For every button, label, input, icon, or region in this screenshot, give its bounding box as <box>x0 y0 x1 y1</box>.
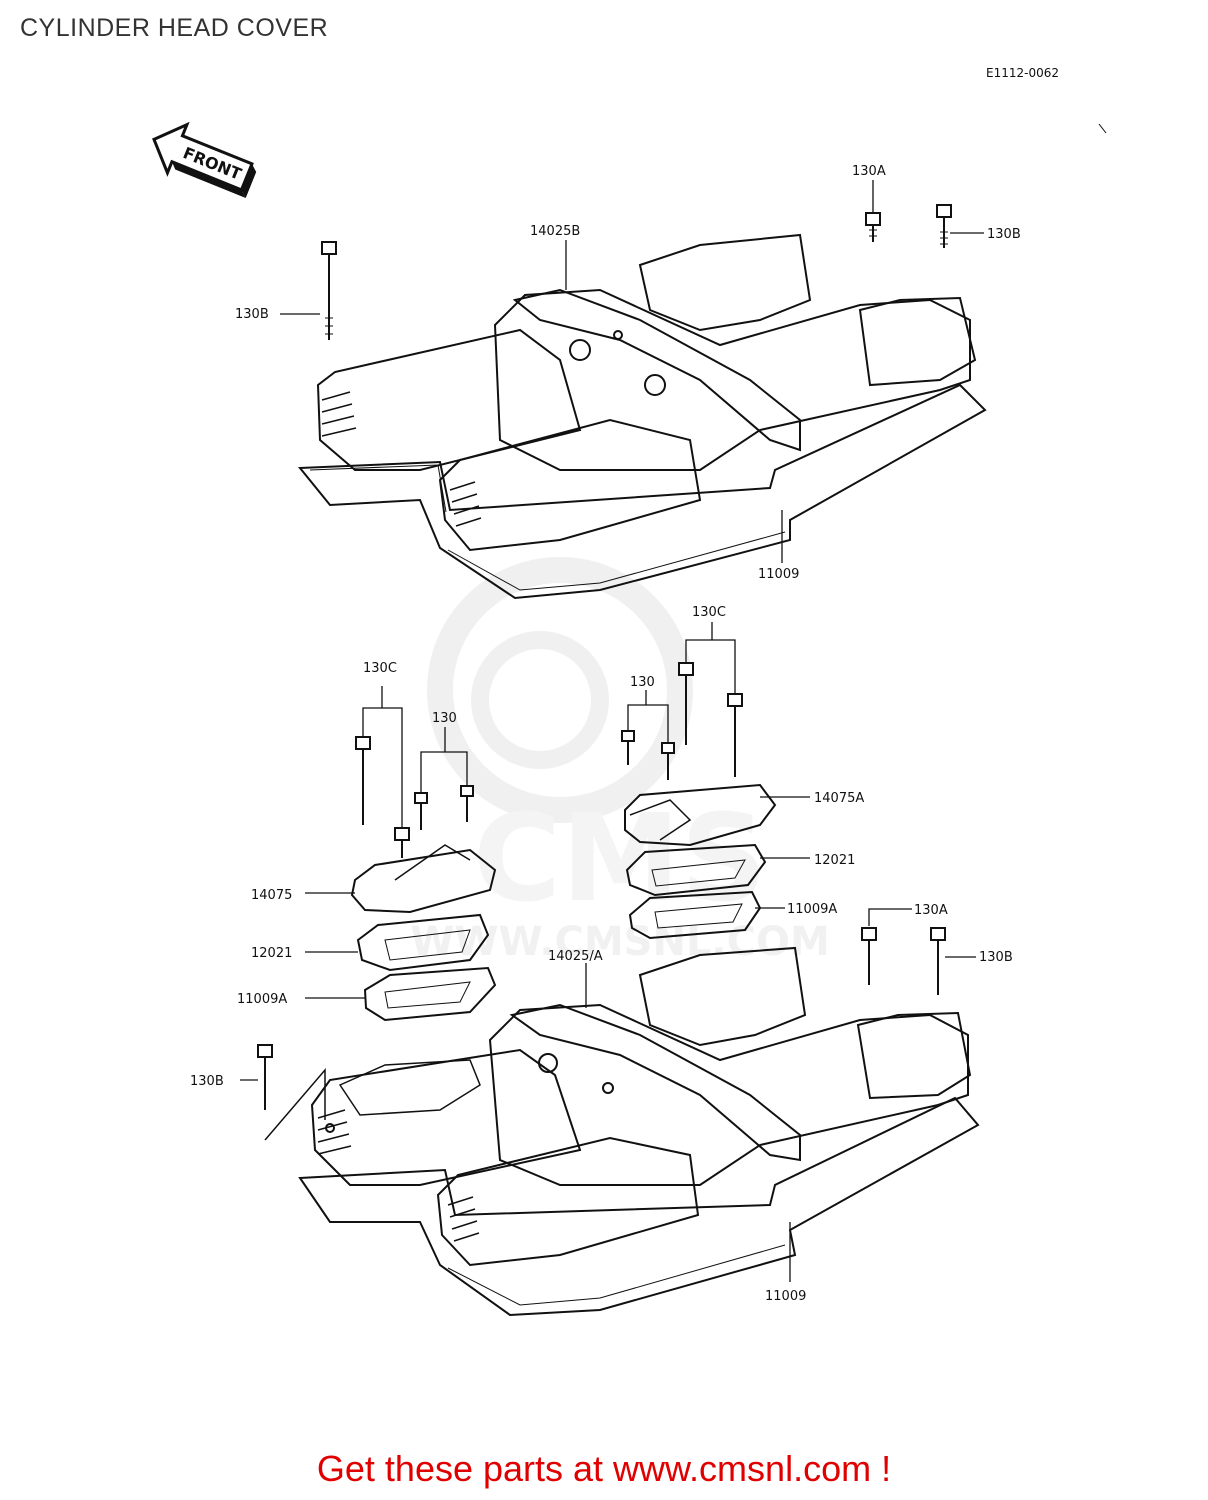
label-upper-bolt-130a: 130A <box>852 164 886 179</box>
upper-assembly <box>297 233 987 600</box>
label-upper-cover-14025b: 14025B <box>530 224 580 239</box>
front-arrow: FRONT <box>152 121 257 199</box>
label-plate-12021-right: 12021 <box>814 853 855 868</box>
bolt-130c-right-a <box>678 662 694 745</box>
lower-bolts <box>257 662 946 1110</box>
label-lower-gasket-11009: 11009 <box>765 1289 806 1304</box>
upper-cover-center-ridge <box>512 288 801 452</box>
upper-leader-lines <box>280 180 984 563</box>
breather-cap-14075a <box>624 783 777 847</box>
label-gasket-11009a-right: 11009A <box>787 902 837 917</box>
breather-cap-14075 <box>350 848 497 914</box>
label-cap-14075a: 14075A <box>814 791 864 806</box>
lower-assembly <box>298 946 980 1317</box>
upper-cover-body <box>493 288 971 471</box>
upper-cover-left-bank <box>316 328 582 471</box>
label-bolt-130b-lower-right: 130B <box>979 950 1013 965</box>
watermark-text: WWW.CMSNL.COM <box>410 919 830 965</box>
reed-plate-12021-left <box>356 913 490 972</box>
label-upper-bolt-130b-left: 130B <box>235 307 269 322</box>
bolt-130c-right-b <box>727 693 743 777</box>
bolt-130-right-a <box>621 730 635 765</box>
label-upper-bolt-130b-right: 130B <box>987 227 1021 242</box>
bolt-130a-lower <box>861 927 877 985</box>
label-plate-12021-left: 12021 <box>251 946 292 961</box>
lower-cover-left-bank <box>310 1048 582 1186</box>
label-bolt-130b-lower-left: 130B <box>190 1074 224 1089</box>
bolt-130-left-b <box>460 785 474 822</box>
page-title: CYLINDER HEAD COVER <box>20 14 329 42</box>
label-bolt-130a-lower: 130A <box>914 903 948 918</box>
label-bolt-130-right: 130 <box>630 675 655 690</box>
label-gasket-11009a-left: 11009A <box>237 992 287 1007</box>
label-bolt-130-left: 130 <box>432 711 457 726</box>
reed-plate-12021-right <box>625 843 767 897</box>
svg-text:CMS: CMS <box>473 790 767 929</box>
upper-bolt-130b-right <box>936 204 952 248</box>
bolt-130c-left-b <box>394 827 410 858</box>
lower-gasket <box>298 1096 980 1317</box>
label-bolt-130c-right: 130C <box>692 605 726 620</box>
watermark-logo: CMS WWW.CMSNL.COM <box>410 557 830 965</box>
exploded-parts-diagram: CMS WWW.CMSNL.COM FRONT <box>152 121 1107 1317</box>
lower-leader-lines <box>240 622 976 1282</box>
label-bolt-130c-left: 130C <box>363 661 397 676</box>
promo-banner[interactable]: Get these parts at www.cmsnl.com ! <box>0 1448 1208 1490</box>
small-gasket-11009a-left <box>363 966 497 1022</box>
bolt-130c-left-a <box>355 736 371 825</box>
promo-link[interactable]: Get these parts at www.cmsnl.com ! <box>316 1448 892 1489</box>
upper-bolt-130a <box>865 212 881 242</box>
label-upper-gasket-11009: 11009 <box>758 567 799 582</box>
scan-mark <box>1098 123 1107 134</box>
label-cap-14075: 14075 <box>251 888 292 903</box>
diagram-reference-code: E1112-0062 <box>986 66 1059 80</box>
lower-small-parts <box>350 783 777 1022</box>
bolt-130b-lower-right <box>930 927 946 995</box>
upper-bolt-130b-left <box>321 241 337 340</box>
bolt-130b-lower-left <box>257 1044 273 1110</box>
lower-cover-center-ridge <box>509 1003 801 1162</box>
upper-gasket <box>297 383 987 600</box>
label-cover-14025a: 14025/A <box>548 949 603 964</box>
bolt-130-left-a <box>414 792 428 830</box>
small-gasket-11009a-right <box>628 890 762 940</box>
